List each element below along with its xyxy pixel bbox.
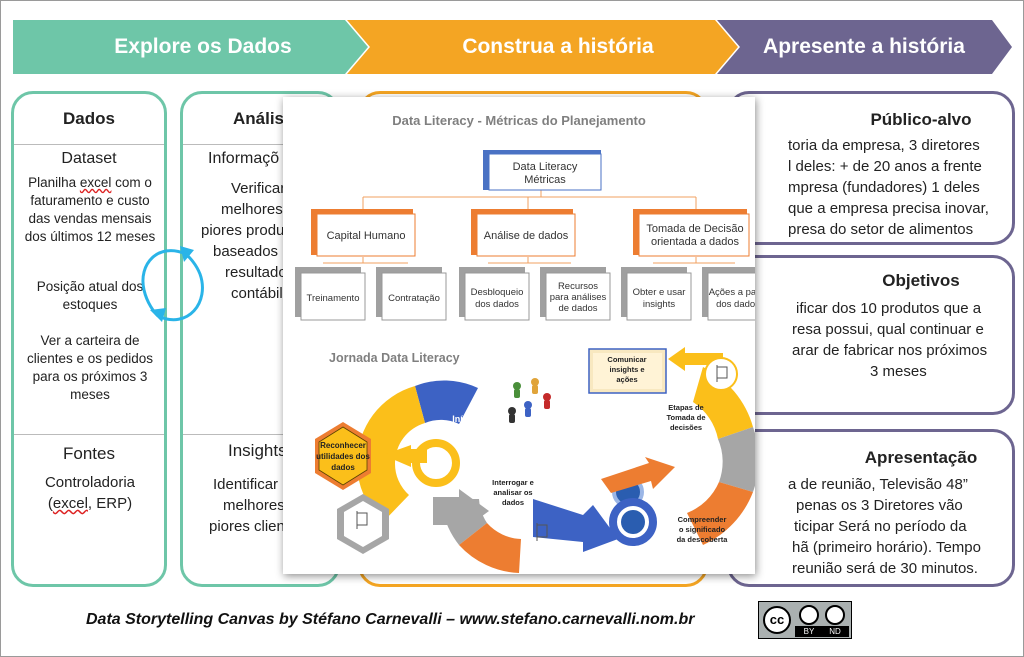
svg-text:Desbloqueio: Desbloqueio — [471, 287, 524, 298]
svg-text:Data Literacy: Data Literacy — [513, 161, 578, 173]
card-objetivos-title: Objetivos — [882, 271, 960, 290]
svg-text:orientada a dados: orientada a dados — [651, 236, 740, 248]
svg-text:para análises: para análises — [550, 292, 607, 303]
journey-label-comunicar-3: ações — [616, 375, 637, 384]
journey-label-compreender-1: Compreender — [678, 515, 727, 524]
fontes-item-2: (excel, ERP) — [47, 495, 133, 512]
tree-node-desbloqueio: Desbloqueio dos dados — [459, 267, 530, 321]
stage-arrow-construa — [347, 20, 738, 74]
tree-connectors — [323, 186, 735, 264]
tree-node-tomada-decisao: Tomada de Decisão orientada a dados — [633, 209, 750, 257]
data-literacy-diagram: Data Literacy - Métricas do Planejamento… — [295, 113, 755, 573]
stage-label-apresente: Apresente a história — [763, 35, 965, 58]
svg-text:Obter e usar: Obter e usar — [633, 287, 686, 298]
insights-label: Insights — [228, 441, 287, 460]
dataset-item-3: Ver a carteira de clientes e os pedidos … — [26, 333, 154, 402]
svg-text:insights: insights — [643, 299, 675, 310]
pawn-icons — [508, 378, 551, 423]
tree-node-contratacao: Contratação — [376, 267, 447, 321]
objetivos-text: ificar dos 10 produtos que a resa possui… — [792, 300, 988, 380]
journey-label-comunicar-2: insights e — [609, 365, 644, 374]
cc-icon: cc — [763, 606, 791, 634]
dataset-item-2: Posição atual dos estoques — [36, 279, 144, 312]
svg-text:Contratação: Contratação — [388, 293, 440, 304]
journey-label-reconhecer-1: Reconhecer — [320, 441, 366, 450]
card-objetivos: Objetivos ificar dos 10 produtos que a r… — [727, 255, 1015, 415]
informacoes-label: Informaçõ — [208, 150, 280, 167]
nd-label: ND — [821, 626, 849, 637]
svg-text:Análise de dados: Análise de dados — [484, 230, 569, 242]
insights-text: Identificar melhores piores clien — [209, 476, 285, 535]
tree-node-analise-dados: Análise de dados — [471, 209, 576, 257]
stage-label-construa: Construa a história — [462, 35, 654, 58]
flag-icon — [356, 511, 548, 541]
tree-node-recursos: Recursos para análises de dados — [540, 267, 611, 321]
journey-label-reconhecer-3: dados — [331, 463, 355, 472]
card-dados: Dados Dataset Planilha excel com o fatur… — [11, 91, 167, 587]
footer-credit: Data Storytelling Canvas by Stéfano Carn… — [86, 611, 695, 628]
dataset-item-1: Planilha excel com o faturamento e custo… — [24, 175, 156, 244]
journey-label-etapas-1: Etapas de — [668, 403, 703, 412]
overlay-title: Data Literacy - Métricas do Planejamento — [392, 113, 646, 128]
divider — [14, 434, 164, 435]
svg-text:dos dados: dos dados — [716, 299, 755, 310]
card-apresentacao: Apresentação a de reunião, Televisão 48”… — [727, 429, 1015, 587]
data-literacy-overlay: Data Literacy - Métricas do Planejamento… — [283, 97, 755, 574]
journey-label-interrogar-3: dados — [502, 498, 524, 507]
journey-label-etapas-2: Tomada de — [666, 413, 705, 422]
journey-label-inicio: Início — [452, 414, 476, 424]
tree-node-acoes: Ações a partir dos dados — [702, 267, 755, 321]
flag-icon — [716, 365, 728, 382]
journey-label-reconhecer-2: utilidades dos — [316, 452, 370, 461]
svg-text:Recursos: Recursos — [558, 281, 598, 292]
svg-text:de dados: de dados — [558, 303, 597, 314]
svg-text:Tomada de Decisão: Tomada de Decisão — [646, 223, 743, 235]
stage-header: Explore os Dados Construa a história Apr… — [13, 20, 1012, 74]
svg-text:dos dados: dos dados — [475, 299, 519, 310]
fontes-item-1: Controladoria — [44, 474, 136, 491]
card-analise-title: Análise — [233, 109, 294, 128]
tree-node-obter-insights: Obter e usar insights — [621, 267, 692, 321]
divider — [183, 434, 337, 435]
divider — [14, 144, 164, 145]
dataset-label: Dataset — [61, 150, 117, 167]
jornada-title: Jornada Data Literacy — [329, 351, 460, 365]
card-apresentacao-title: Apresentação — [864, 448, 978, 467]
journey-label-interrogar-2: analisar os — [493, 488, 532, 497]
journey-label-interrogar-1: Interrogar e — [492, 478, 534, 487]
nd-icon — [825, 605, 845, 625]
tree-node-root: Data Literacy Métricas — [483, 150, 602, 191]
fontes-label: Fontes — [63, 444, 115, 463]
svg-text:Treinamento: Treinamento — [307, 293, 360, 304]
stage-arrow-apresente — [717, 20, 1012, 74]
by-icon — [799, 605, 819, 625]
card-publico-alvo: Público-alvo toria da empresa, 3 diretor… — [727, 91, 1015, 245]
svg-text:Ações a partir: Ações a partir — [709, 287, 755, 298]
stage-label-explore: Explore os Dados — [114, 35, 291, 58]
tree-node-treinamento: Treinamento — [295, 267, 366, 321]
stage-arrow-explore — [13, 20, 368, 74]
journey-label-compreender-3: da descoberta — [677, 535, 729, 544]
cycle-arrows-icon — [141, 246, 204, 322]
tree-node-capital-humano: Capital Humano — [311, 209, 416, 257]
card-dados-title: Dados — [63, 109, 115, 128]
journey-label-compreender-2: o significado — [679, 525, 726, 534]
by-label: BY — [795, 626, 823, 637]
journey-label-etapas-3: decisões — [670, 423, 702, 432]
apresentacao-text: a de reunião, Televisão 48” penas os 3 D… — [788, 476, 981, 577]
svg-text:Capital Humano: Capital Humano — [327, 230, 406, 242]
journey-label-comunicar-1: Comunicar — [607, 355, 646, 364]
divider — [183, 144, 337, 145]
card-publico-title: Público-alvo — [870, 110, 972, 129]
informacoes-text: Verificar melhores piores produ baseados… — [201, 180, 287, 302]
svg-text:Métricas: Métricas — [524, 174, 566, 186]
publico-text: toria da empresa, 3 diretores l deles: +… — [788, 137, 989, 238]
journey-curve — [315, 347, 755, 573]
license-badge: cc BY ND — [758, 601, 852, 639]
